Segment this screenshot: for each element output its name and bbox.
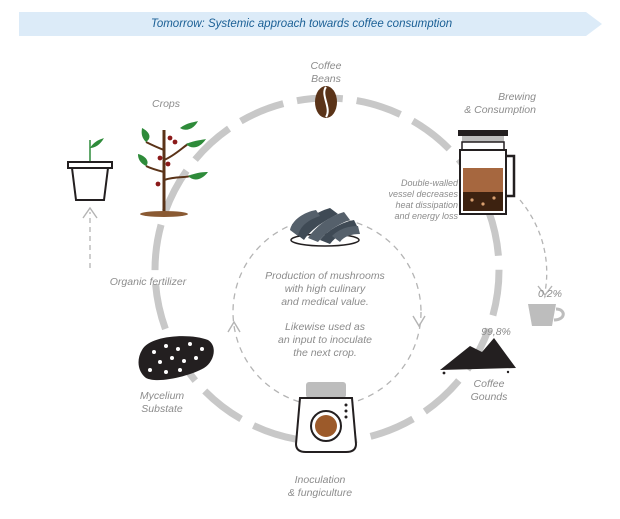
inoculate-text: Likewise used as an input to inoculate t…: [278, 321, 372, 359]
pot-arrowhead: [82, 206, 98, 219]
coffee-grounds-label: Coffee Gounds: [470, 378, 508, 403]
cup-percent-label: 0,2%: [538, 288, 562, 300]
dashed-arrow-to-cup: [519, 199, 548, 293]
coffee-plant-icon: [138, 121, 208, 217]
grounds-pile-icon: [440, 338, 516, 375]
crops-label: Crops: [151, 98, 180, 110]
inner-arrow-left: [227, 320, 241, 333]
incubator-jar-icon: [294, 382, 358, 453]
inoculation-label: Inoculation & fungiculture: [287, 474, 353, 499]
banner-arrow-shape: [19, 12, 602, 36]
cup-arrowhead: [537, 285, 553, 297]
mycelium-label: Mycelium Substate: [139, 390, 185, 415]
coffee-beans-label: Coffee Beans: [310, 60, 342, 85]
title-banner: Tomorrow: Systemic approach towards coff…: [19, 12, 602, 36]
coffee-bean-icon: [315, 86, 337, 118]
organic-fertilizer-label: Organic fertilizer: [109, 276, 187, 288]
inner-arrow-right: [412, 315, 426, 328]
mushrooms-text: Production of mushrooms with high culina…: [265, 270, 385, 308]
vessel-note: Double-walled vessel decreases heat diss…: [388, 178, 458, 221]
brewing-label: Brewing & Consumption: [464, 91, 536, 116]
banner-title: Tomorrow: Systemic approach towards coff…: [150, 18, 453, 30]
grounds-percent-label: 99,8%: [481, 326, 511, 338]
french-press-icon: [458, 130, 516, 215]
flower-pot-icon: [67, 138, 113, 201]
cup-icon: [528, 304, 565, 326]
mushrooms-icon: [290, 208, 360, 247]
mycelium-block-icon: [138, 336, 214, 381]
